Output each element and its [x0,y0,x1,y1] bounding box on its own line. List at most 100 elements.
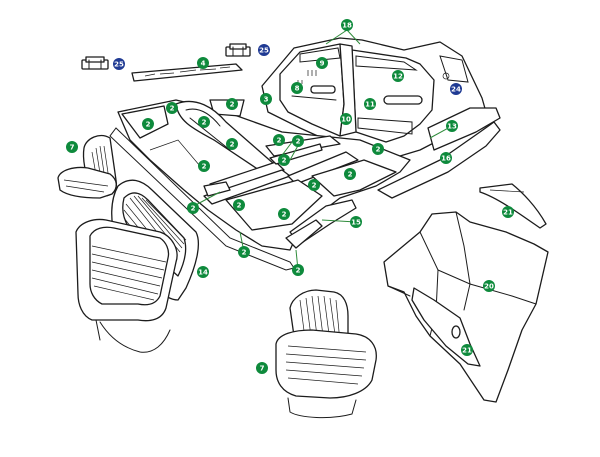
callout-3: 3 [260,93,272,105]
callout-25: 25 [113,58,125,70]
callout-16: 16 [440,152,452,164]
callout-number: 12 [393,73,403,81]
callout-number: 11 [365,101,375,109]
callout-number: 2 [230,101,235,109]
callout-circle [197,57,209,69]
callout-number: 25 [114,61,124,69]
callout-circle [256,362,268,374]
callout-20: 20 [483,280,495,292]
callout-2: 2 [198,116,210,128]
callout-2: 2 [273,134,285,146]
callout-circle [66,141,78,153]
callout-number: 2 [202,119,207,127]
callout-circle [461,344,473,356]
callout-21: 21 [502,206,514,218]
callout-circle [483,280,495,292]
rear-body-shell [261,37,501,157]
boot-trim-small [479,183,547,229]
callout-circle [392,70,404,82]
callout-8: 8 [291,82,303,94]
boot-liner [383,211,549,403]
callout-circle [278,154,290,166]
callout-number: 2 [282,211,287,219]
callout-number: 16 [441,155,451,163]
callout-12: 12 [392,70,404,82]
trim-clip-right [225,43,251,57]
callout-circle [233,199,245,211]
callout-number: 7 [260,365,265,373]
callout-2: 2 [344,168,356,180]
callout-number: 3 [264,96,269,104]
callout-number: 13 [447,123,457,131]
callout-24: 24 [450,83,462,95]
callout-number: 2 [282,157,287,165]
parcel-shelf-strip [131,63,243,82]
callout-2: 2 [233,199,245,211]
callout-circle [502,206,514,218]
callout-circle [198,160,210,172]
floor-carpet-set [117,99,411,251]
callout-2: 2 [308,179,320,191]
callout-number: 2 [146,121,151,129]
callout-number: 2 [376,146,381,154]
front-seat-left [57,134,118,199]
callout-number: 20 [484,283,494,291]
sill-edge-strip [109,127,295,271]
callout-circle [226,98,238,110]
callout-circle [308,179,320,191]
callout-25: 25 [258,44,270,56]
callout-circle [197,266,209,278]
callout-circle [372,143,384,155]
callout-number: 2 [312,182,317,190]
callout-circle [226,138,238,150]
callout-circle [350,216,362,228]
callout-2: 2 [278,208,290,220]
callout-circle [446,120,458,132]
callout-number: 2 [277,137,282,145]
callout-number: 8 [295,85,300,93]
callout-14: 14 [197,266,209,278]
callout-2: 2 [372,143,384,155]
callout-2: 2 [238,246,250,258]
callout-9: 9 [316,57,328,69]
callout-2: 2 [292,135,304,147]
callout-7: 7 [256,362,268,374]
sill-trim [377,121,501,199]
callout-2: 2 [198,160,210,172]
callout-circle [341,19,353,31]
callout-circle [238,246,250,258]
callout-circle [440,152,452,164]
callout-number: 18 [342,22,352,30]
callout-15: 15 [350,216,362,228]
callout-circle [258,44,270,56]
callout-2: 2 [292,264,304,276]
callout-circle [166,102,178,114]
callout-circle [278,208,290,220]
callout-number: 7 [70,144,75,152]
callout-circle [273,134,285,146]
callout-circle [187,202,199,214]
callout-number: 2 [237,202,242,210]
callout-circle [364,98,376,110]
callout-number: 21 [462,347,472,355]
callout-10: 10 [340,113,352,125]
callout-number: 2 [191,205,196,213]
callout-number: 21 [503,209,513,217]
callout-number: 10 [341,116,351,124]
callout-2: 2 [187,202,199,214]
callout-circle [344,168,356,180]
callout-circle [260,93,272,105]
callout-2: 2 [166,102,178,114]
callout-circle [113,58,125,70]
callout-number: 2 [230,141,235,149]
callout-number: 9 [320,60,325,68]
callout-2: 2 [278,154,290,166]
callout-circle [198,116,210,128]
callout-number: 25 [259,47,269,55]
callout-number: 2 [242,249,247,257]
callout-13: 13 [446,120,458,132]
trim-clip-left [81,56,109,70]
